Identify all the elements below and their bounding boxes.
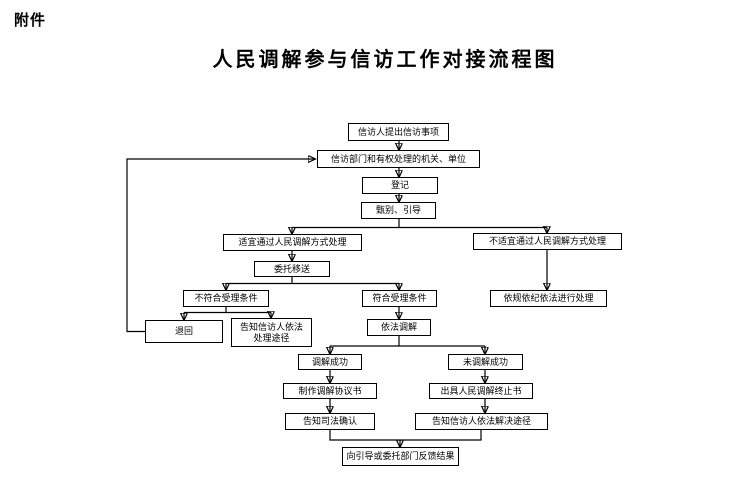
flow-node-return-back: 退回: [145, 320, 223, 343]
flow-node-make-agreement: 制作调解协议书: [283, 383, 377, 399]
flow-node-suitable-mediation: 适宜通过人民调解方式处理: [223, 234, 362, 251]
flow-node-label: 告知信访人依法解决途径: [431, 416, 531, 427]
flow-node-not-suitable: 不适宜通过人民调解方式处理: [473, 233, 622, 250]
page-title: 人民调解参与信访工作对接流程图: [212, 49, 558, 71]
flow-node-label: 信访人提出信访事项: [357, 126, 439, 137]
flow-node-label: 告知司法确认: [302, 416, 357, 427]
flow-node-label: 登记: [390, 180, 409, 191]
edge-join-rail-to-feedback: [329, 430, 482, 441]
flow-node-judicial-confirm: 告知司法确认: [285, 413, 375, 430]
edge-not-meet-split-rail: [184, 307, 271, 314]
flow-node-feedback-result: 向引导或委托部门反馈结果: [342, 447, 459, 466]
flow-node-label: 未调解成功: [462, 356, 508, 367]
edge-mediate-split-rail: [330, 336, 485, 347]
flow-node-mediate-by-law: 依法调解: [367, 319, 431, 336]
flow-node-issue-termination: 出具人民调解终止书: [429, 383, 533, 399]
edge-entrust-split-rail: [226, 277, 399, 285]
edge-screen-split-rail: [292, 219, 547, 229]
flow-node-legal-resolution: 告知信访人依法解决途径: [415, 413, 548, 430]
flow-node-label: 告知信访人依法: [239, 322, 303, 333]
flow-node-screen-guide: 甄别、引导: [361, 202, 436, 219]
flow-node-inform-legal-channel: 告知信访人依法处理途径: [231, 318, 312, 347]
flow-node-label: 委托移送: [273, 263, 310, 274]
flow-node-petition-dept: 信访部门和有权处理的机关、单位: [317, 150, 480, 168]
flow-node-register: 登记: [362, 177, 438, 194]
flow-node-label-line2: 处理途径: [253, 332, 290, 343]
flow-node-label: 甄别、引导: [375, 205, 421, 216]
flow-node-label: 向引导或委托部门反馈结果: [346, 451, 455, 462]
flow-node-label: 依法调解: [380, 322, 417, 333]
flow-node-label: 不符合受理条件: [194, 293, 258, 304]
flow-node-petition-matter: 信访人提出信访事项: [348, 123, 449, 141]
flow-node-label: 不适宜通过人民调解方式处理: [488, 236, 606, 247]
flow-node-label: 出具人民调解终止书: [440, 385, 522, 396]
flow-node-not-meet-conditions: 不符合受理条件: [183, 290, 269, 307]
flow-node-label: 依规依纪依法进行处理: [503, 293, 594, 304]
flow-node-entrust-transfer: 委托移送: [254, 261, 330, 277]
flow-node-mediation-success: 调解成功: [298, 354, 362, 370]
flow-node-label: 退回: [174, 326, 193, 337]
flow-node-label: 调解成功: [311, 356, 348, 367]
flow-node-label: 信访部门和有权处理的机关、单位: [330, 153, 466, 164]
flow-node-handle-by-law: 依规依纪依法进行处理: [490, 290, 607, 307]
flow-node-mediation-fail: 未调解成功: [448, 354, 523, 370]
attachment-label: 附件: [14, 12, 47, 29]
flow-node-meet-conditions: 符合受理条件: [362, 290, 437, 307]
flow-node-label: 符合受理条件: [372, 293, 427, 304]
flow-node-label: 制作调解协议书: [298, 385, 362, 396]
flow-node-label: 适宜通过人民调解方式处理: [238, 237, 347, 248]
